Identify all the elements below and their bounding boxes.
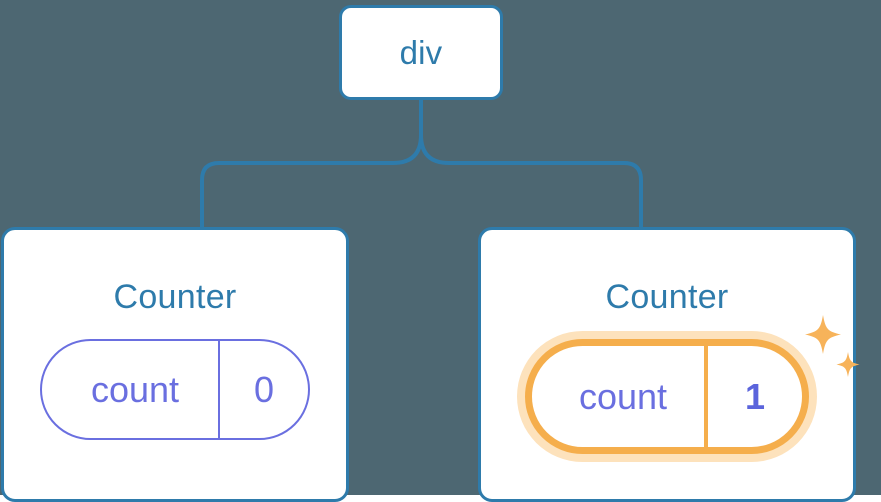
state-pill-wrapper-right: count 1 xyxy=(525,315,860,454)
node-counter-right-label: Counter xyxy=(605,278,729,316)
edge-root-to-right-child xyxy=(419,98,643,230)
state-value-left: 0 xyxy=(218,341,308,438)
node-counter-left-label: Counter xyxy=(113,278,237,316)
state-key-right: count xyxy=(578,375,668,417)
node-counter-right[interactable]: Counter count 1 xyxy=(478,227,860,502)
state-key-left: count xyxy=(90,368,180,410)
edge-root-to-left-child xyxy=(200,98,423,230)
state-pill-wrapper-left: count 0 xyxy=(40,339,310,440)
node-counter-left[interactable]: Counter count 0 xyxy=(1,227,349,502)
state-value-right: 1 xyxy=(704,346,802,447)
node-root-label: div xyxy=(399,33,443,71)
node-root-div[interactable]: div xyxy=(339,5,503,100)
state-pill-left[interactable]: count 0 xyxy=(40,339,310,440)
state-pill-right[interactable]: count 1 xyxy=(525,339,809,454)
